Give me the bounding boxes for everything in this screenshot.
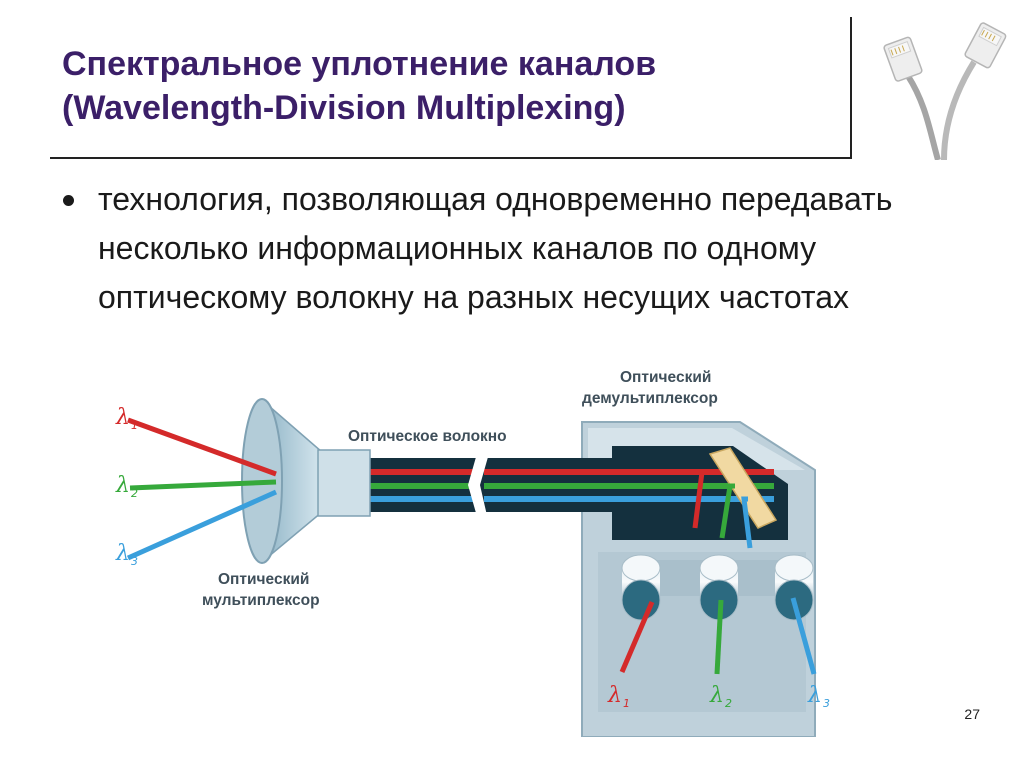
output-lambda-3: λ3 — [807, 683, 830, 710]
input-lambda-2: λ2 — [115, 473, 138, 500]
output-beam-2 — [714, 599, 724, 675]
slide-title: Спектральное уплотнение каналов (Wavelen… — [62, 42, 822, 130]
output-beam-3 — [790, 597, 817, 675]
title-underline — [50, 157, 852, 159]
input-beam-1 — [127, 417, 277, 477]
output-lambda-1: λ1 — [607, 683, 630, 710]
title-divider — [850, 17, 852, 158]
fiber-label: Оптическое волокно — [348, 428, 507, 445]
output-lambda-2: λ2 — [709, 683, 732, 710]
bullet-icon — [63, 195, 74, 206]
output-beam-1 — [619, 601, 655, 673]
title-line-1: Спектральное уплотнение каналов — [62, 45, 657, 83]
input-lambda-3: λ3 — [115, 541, 138, 568]
mux-label-line-1: Оптический — [218, 571, 309, 588]
demux-label-line-2: демультиплексор — [582, 390, 718, 407]
network-cable-icon — [883, 22, 1007, 160]
page-number: 27 — [964, 706, 980, 722]
fiber-left — [366, 458, 478, 512]
demux-label-line-1: Оптический — [620, 369, 711, 386]
input-beam-3 — [126, 489, 278, 561]
input-lambda-1: λ1 — [115, 405, 138, 432]
mux-label-line-2: мультиплексор — [202, 592, 320, 609]
fiber-break — [468, 450, 490, 520]
input-beam-2 — [129, 479, 277, 491]
wdm-diagram: Оптическое волокно Оптический демультипл… — [115, 369, 830, 737]
fiber-right — [480, 458, 774, 512]
title-line-2: (Wavelength-Division Multiplexing) — [62, 89, 626, 127]
multiplexer — [241, 398, 371, 564]
bullet-text: технология, позволяющая одновременно пер… — [98, 181, 893, 315]
prism — [708, 447, 778, 529]
